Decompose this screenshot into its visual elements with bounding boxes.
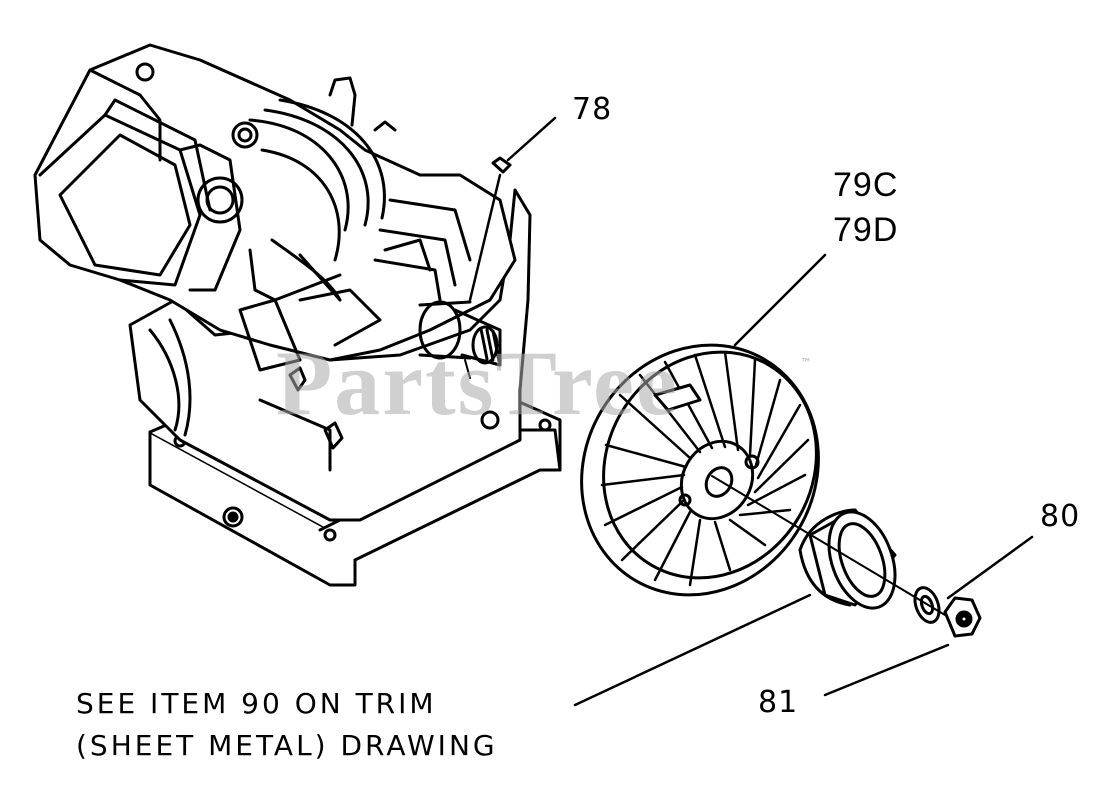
- crankshaft-key: [491, 156, 512, 174]
- watermark-trademark: ™: [800, 356, 812, 370]
- hex-nut: [943, 596, 982, 638]
- reference-note-line-1: SEE ITEM 90 ON TRIM: [76, 687, 437, 720]
- callout-80: 80: [1040, 499, 1081, 534]
- engine-block: [33, 43, 562, 587]
- callout-81: 81: [758, 685, 799, 720]
- callout-79d: 79D: [833, 211, 899, 249]
- reference-note-line-2: (SHEET METAL) DRAWING: [76, 729, 498, 762]
- callout-79c: 79C: [833, 166, 899, 204]
- cup-hub: [798, 508, 897, 610]
- reference-note: SEE ITEM 90 ON TRIM (SHEET METAL) DRAWIN…: [76, 683, 498, 767]
- callout-78: 78: [572, 92, 613, 127]
- flywheel-fan: [580, 343, 820, 597]
- leader-lines: [468, 116, 1034, 707]
